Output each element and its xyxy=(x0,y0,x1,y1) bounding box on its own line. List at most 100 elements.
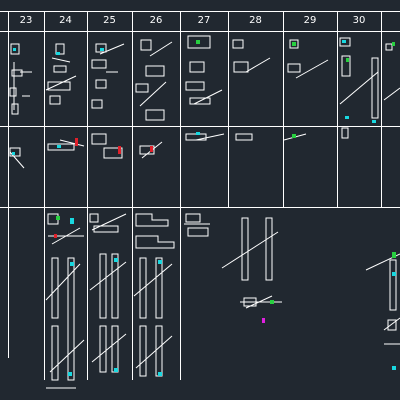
cad-line xyxy=(59,139,85,147)
cyan-marker xyxy=(158,372,162,376)
cad-symbol xyxy=(99,253,107,319)
cad-leader-line xyxy=(89,261,127,291)
cad-symbol xyxy=(289,39,299,49)
cad-symbol xyxy=(111,253,119,319)
cyan-marker xyxy=(196,132,200,135)
cad-symbol xyxy=(49,95,61,105)
cad-symbol xyxy=(241,217,249,281)
cyan-marker xyxy=(70,218,74,224)
cad-symbol xyxy=(235,133,253,141)
cad-symbol xyxy=(91,99,103,109)
cad-symbol xyxy=(385,43,393,51)
grid-lines xyxy=(0,11,400,380)
cad-line xyxy=(195,133,225,141)
red-marker xyxy=(150,146,153,152)
green-marker xyxy=(292,134,296,138)
cad-symbol xyxy=(155,325,163,377)
cad-leader-line xyxy=(49,339,85,373)
cad-symbol xyxy=(187,35,211,49)
cad-symbol xyxy=(140,39,152,51)
column-label-28: 28 xyxy=(249,15,262,26)
cyan-marker xyxy=(114,368,118,372)
green-marker xyxy=(346,58,349,62)
cad-symbol xyxy=(189,61,205,73)
green-marker xyxy=(392,252,396,258)
column-label-31 xyxy=(381,11,400,31)
cyan-marker xyxy=(100,48,104,51)
row-1-symbols xyxy=(9,35,400,121)
cad-symbol xyxy=(139,257,147,319)
cad-symbol xyxy=(339,37,351,47)
cad-leader-line xyxy=(193,89,223,105)
cad-symbol xyxy=(187,227,209,237)
cyan-marker xyxy=(70,262,74,266)
cad-symbol xyxy=(51,325,59,381)
cad-symbol xyxy=(10,43,20,55)
cyan-marker xyxy=(114,258,118,262)
cad-symbol xyxy=(155,257,163,319)
cyan-marker xyxy=(68,372,72,376)
cad-symbol xyxy=(232,39,244,49)
cad-line xyxy=(51,57,71,63)
cad-leader-line xyxy=(221,231,279,269)
cad-symbol xyxy=(91,59,107,69)
cad-symbol xyxy=(387,319,397,331)
cad-symbol xyxy=(111,325,119,373)
cad-symbol xyxy=(9,147,21,157)
cad-symbol xyxy=(67,257,75,381)
cad-leader-line xyxy=(45,263,81,301)
cad-symbol xyxy=(91,133,107,145)
column-label-30: 30 xyxy=(352,15,366,26)
cad-symbol xyxy=(185,213,201,223)
row-3-symbols xyxy=(45,213,400,389)
cad-symbol xyxy=(135,83,149,93)
cad-symbol xyxy=(11,103,19,115)
cad-symbol xyxy=(11,69,23,77)
cad-leader-line xyxy=(99,43,125,55)
cad-symbol xyxy=(53,65,67,73)
cyan-marker xyxy=(56,52,60,55)
column-label-29: 29 xyxy=(303,15,317,26)
column-label-25: 25 xyxy=(103,15,116,26)
cad-symbol xyxy=(389,259,397,311)
cad-symbol xyxy=(145,65,165,77)
cad-symbol xyxy=(287,63,301,73)
cad-symbol xyxy=(47,143,75,151)
cad-symbol xyxy=(135,235,175,249)
cyan-marker xyxy=(57,145,61,148)
cad-symbol xyxy=(139,325,147,377)
cad-leader-line xyxy=(245,295,273,309)
cad-symbol xyxy=(89,213,99,223)
cyan-marker xyxy=(372,120,376,123)
cad-leader-line xyxy=(51,227,81,245)
cad-symbol xyxy=(265,217,273,281)
cad-leader-line xyxy=(149,41,173,57)
color-markers xyxy=(12,40,396,376)
red-marker xyxy=(75,138,78,146)
cad-symbol xyxy=(233,61,249,73)
cad-leader-line xyxy=(139,81,167,107)
green-marker xyxy=(292,42,296,46)
green-marker xyxy=(56,216,60,220)
green-marker xyxy=(270,300,274,304)
cad-symbol xyxy=(341,127,349,139)
column-label-23: 23 xyxy=(19,15,33,26)
cad-leader-line xyxy=(45,75,77,91)
cad-symbol xyxy=(135,213,169,227)
cyan-marker xyxy=(342,40,346,43)
cyan-marker xyxy=(158,260,162,264)
cad-leader-line xyxy=(383,87,400,101)
cad-symbol xyxy=(99,325,107,373)
cad-leader-line xyxy=(245,57,271,73)
cad-symbol xyxy=(189,97,211,105)
red-marker xyxy=(118,146,121,154)
column-label-24: 24 xyxy=(59,15,72,26)
green-marker xyxy=(196,40,200,44)
column-label-26: 26 xyxy=(149,15,163,26)
cyan-marker xyxy=(12,152,15,155)
cyan-marker xyxy=(392,366,396,370)
cad-leader-line xyxy=(135,335,173,369)
cyan-marker xyxy=(345,116,349,119)
